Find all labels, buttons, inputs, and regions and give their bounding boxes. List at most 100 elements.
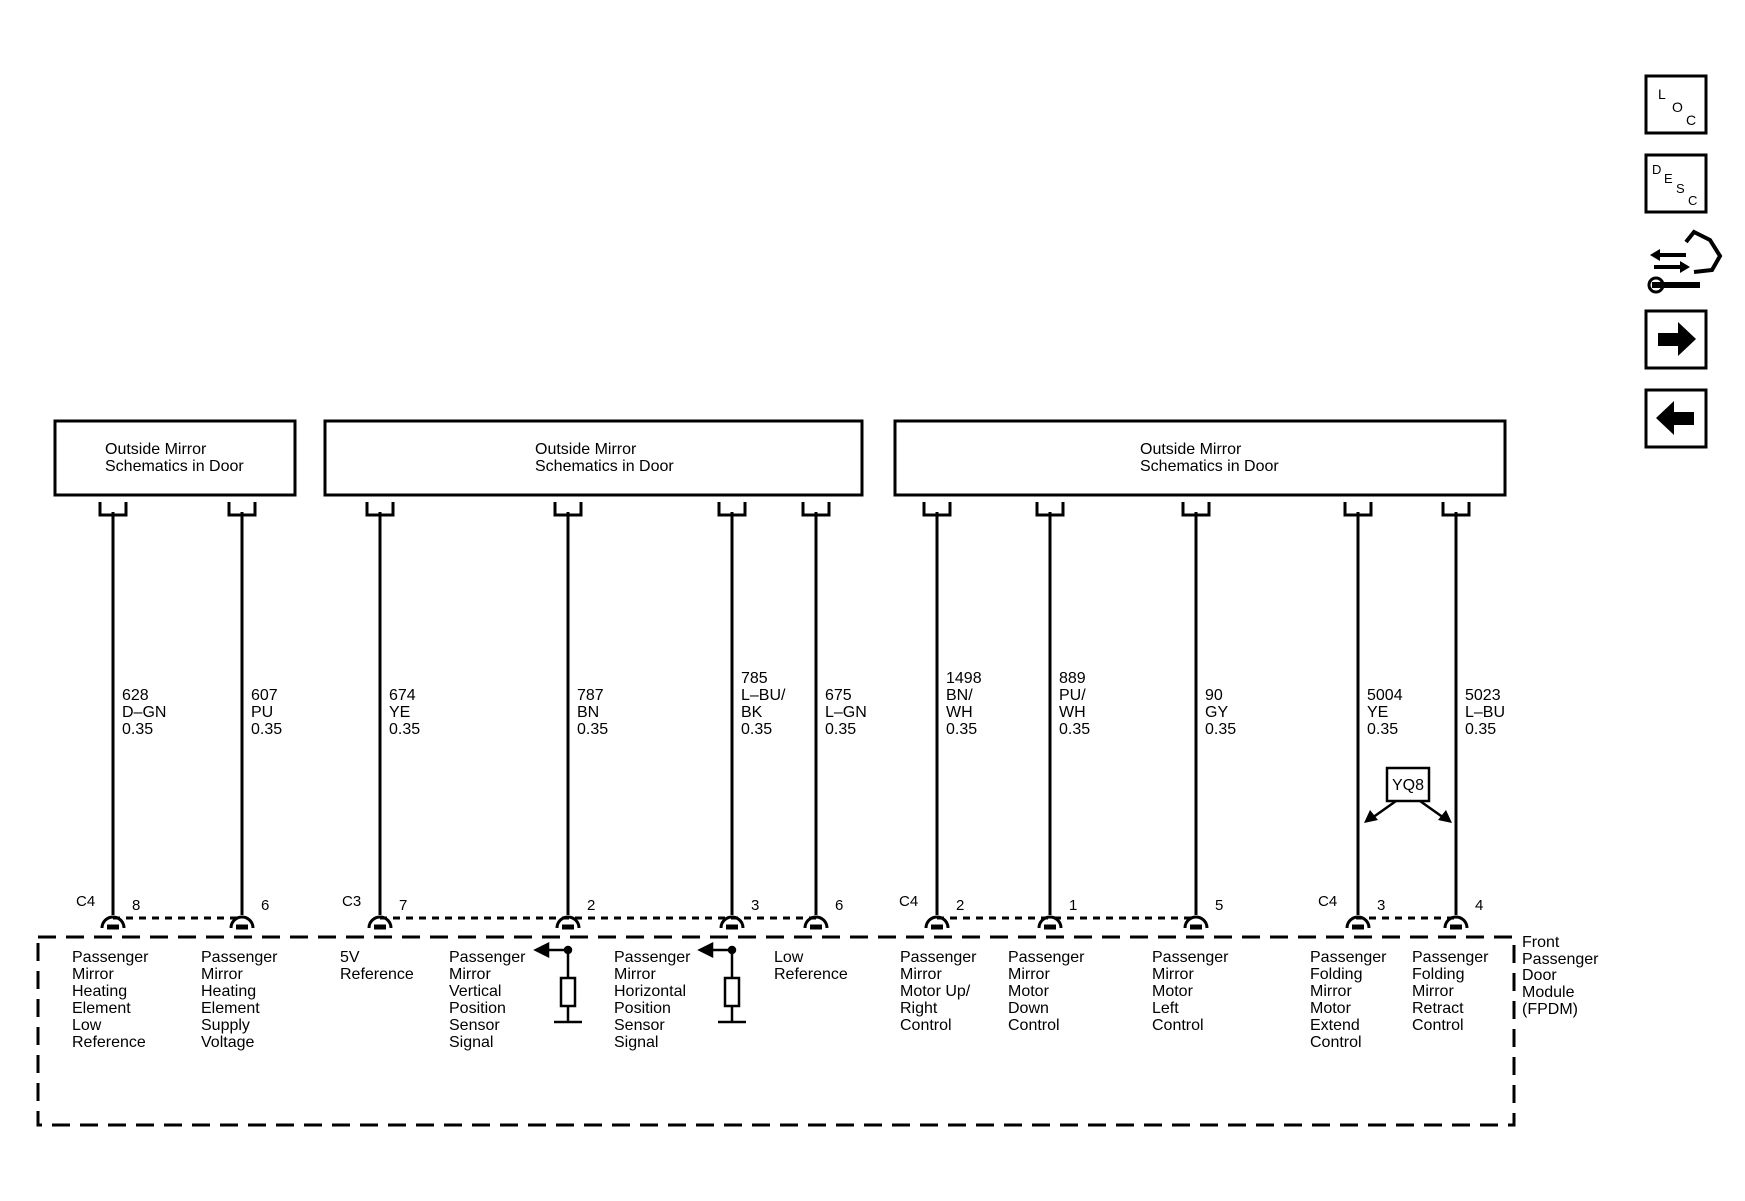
wire-label: L–GN bbox=[825, 704, 867, 721]
module-name-line: Module bbox=[1522, 984, 1575, 1001]
circuit-function: Position bbox=[614, 1000, 671, 1017]
module-name-line: Passenger bbox=[1522, 951, 1599, 968]
circuit-function: Heating bbox=[72, 983, 127, 1000]
bottom-terminal bbox=[1443, 915, 1469, 929]
yq8-option-marker: YQ8 bbox=[1364, 766, 1452, 823]
circuit-function: Horizontal bbox=[614, 983, 686, 1000]
circuit-function: Passenger bbox=[1008, 949, 1085, 966]
pin-number: 5 bbox=[1215, 897, 1223, 914]
circuit-function: Extend bbox=[1310, 1017, 1360, 1034]
circuit-function: Mirror bbox=[72, 966, 114, 983]
next-page-button[interactable] bbox=[1644, 309, 1708, 370]
circuit-function: Mirror bbox=[449, 966, 491, 983]
circuit-function: Voltage bbox=[201, 1034, 254, 1051]
circuit-function: Folding bbox=[1310, 966, 1362, 983]
wire-label: 787 bbox=[577, 687, 604, 704]
loc-letter: O bbox=[1672, 99, 1683, 115]
bottom-terminal bbox=[100, 915, 126, 929]
wire-889: 889PU/WH0.351PassengerMirrorMotorDownCon… bbox=[1008, 502, 1090, 1034]
wire-label: 785 bbox=[741, 670, 768, 687]
bottom-terminal bbox=[1037, 915, 1063, 929]
module-name-line: Front bbox=[1522, 934, 1560, 951]
outside-mirror-box-1: Outside Mirror Schematics in Door bbox=[53, 419, 297, 497]
wire-label: BN bbox=[577, 704, 599, 721]
box-title-line: Schematics in Door bbox=[105, 458, 244, 475]
circuit-function: Passenger bbox=[614, 949, 691, 966]
circuit-function: Mirror bbox=[614, 966, 656, 983]
circuit-function: Reference bbox=[340, 966, 414, 983]
circuit-function: Control bbox=[1412, 1017, 1464, 1034]
wire-label: YE bbox=[1367, 704, 1388, 721]
circuit-function: Motor bbox=[1008, 983, 1050, 1000]
circuit-function: Passenger bbox=[72, 949, 149, 966]
bottom-terminal bbox=[803, 915, 829, 929]
circuit-function: Low bbox=[72, 1017, 102, 1034]
bottom-terminal bbox=[229, 915, 255, 929]
wire-label: 0.35 bbox=[251, 721, 282, 738]
previous-page-button[interactable] bbox=[1644, 388, 1708, 449]
circuit-function: Passenger bbox=[1412, 949, 1489, 966]
wire-607: 607PU0.356PassengerMirrorHeatingElementS… bbox=[201, 502, 282, 1051]
circuit-function: Mirror bbox=[1008, 966, 1050, 983]
pin-number: 6 bbox=[835, 897, 843, 914]
circuit-function: Control bbox=[900, 1017, 952, 1034]
circuit-function: Reference bbox=[774, 966, 848, 983]
wire-label: 5023 bbox=[1465, 687, 1501, 704]
wire-label: 628 bbox=[122, 687, 149, 704]
connector-name: C4 bbox=[1318, 893, 1337, 910]
wire-label: PU bbox=[251, 704, 273, 721]
circuit-function: Motor Up/ bbox=[900, 983, 971, 1000]
wire-label: 0.35 bbox=[389, 721, 420, 738]
circuit-function: Element bbox=[72, 1000, 131, 1017]
bottom-terminal bbox=[1183, 915, 1209, 929]
box-title-line: Outside Mirror bbox=[105, 441, 207, 458]
wire-label: 607 bbox=[251, 687, 278, 704]
pin-number: 4 bbox=[1475, 897, 1483, 914]
outside-mirror-box-2: Outside Mirror Schematics in Door bbox=[323, 419, 864, 497]
wire-label: 0.35 bbox=[1059, 721, 1090, 738]
circuit-function: Control bbox=[1152, 1017, 1204, 1034]
circuit-function: Sensor bbox=[449, 1017, 500, 1034]
circuit-function: Control bbox=[1310, 1034, 1362, 1051]
wire-label: YE bbox=[389, 704, 410, 721]
circuit-function: Low bbox=[774, 949, 804, 966]
wire-label: PU/ bbox=[1059, 687, 1086, 704]
circuit-function: Mirror bbox=[900, 966, 942, 983]
connector-wrench-icon[interactable] bbox=[1647, 229, 1723, 294]
connector-name: C3 bbox=[342, 893, 361, 910]
pin-number: 6 bbox=[261, 897, 269, 914]
wire-label: D–GN bbox=[122, 704, 166, 721]
wire-label: L–BU bbox=[1465, 704, 1505, 721]
wire-label: 0.35 bbox=[946, 721, 977, 738]
connector-name: C4 bbox=[76, 893, 95, 910]
wire-label: 0.35 bbox=[825, 721, 856, 738]
box-title-line: Schematics in Door bbox=[535, 458, 674, 475]
loc-button[interactable]: L O C bbox=[1644, 74, 1708, 135]
wire-label: GY bbox=[1205, 704, 1228, 721]
outside-mirror-box-3: Outside Mirror Schematics in Door bbox=[893, 419, 1507, 497]
circuit-function: Mirror bbox=[1152, 966, 1194, 983]
pin-number: 3 bbox=[1377, 897, 1385, 914]
circuit-function: Motor bbox=[1310, 1000, 1352, 1017]
circuit-function: Element bbox=[201, 1000, 260, 1017]
circuit-function: Passenger bbox=[449, 949, 526, 966]
circuit-function: Passenger bbox=[201, 949, 278, 966]
wire-5023: 5023L–BU0.354PassengerFoldingMirrorRetra… bbox=[1412, 502, 1505, 1034]
desc-letter: D bbox=[1652, 162, 1661, 177]
wire-787: 787BN0.352PassengerMirrorVerticalPositio… bbox=[449, 502, 608, 1051]
box-title-line: Schematics in Door bbox=[1140, 458, 1279, 475]
circuit-function: Passenger bbox=[1310, 949, 1387, 966]
bottom-terminal bbox=[719, 915, 745, 929]
circuit-function: Control bbox=[1008, 1017, 1060, 1034]
circuit-function: Mirror bbox=[201, 966, 243, 983]
wire-label: L–BU/ bbox=[741, 687, 786, 704]
circuit-function: Signal bbox=[614, 1034, 658, 1051]
wire-label: 0.35 bbox=[122, 721, 153, 738]
circuit-function: Retract bbox=[1412, 1000, 1464, 1017]
desc-button[interactable]: D E S C bbox=[1644, 153, 1708, 214]
wire-label: WH bbox=[1059, 704, 1086, 721]
